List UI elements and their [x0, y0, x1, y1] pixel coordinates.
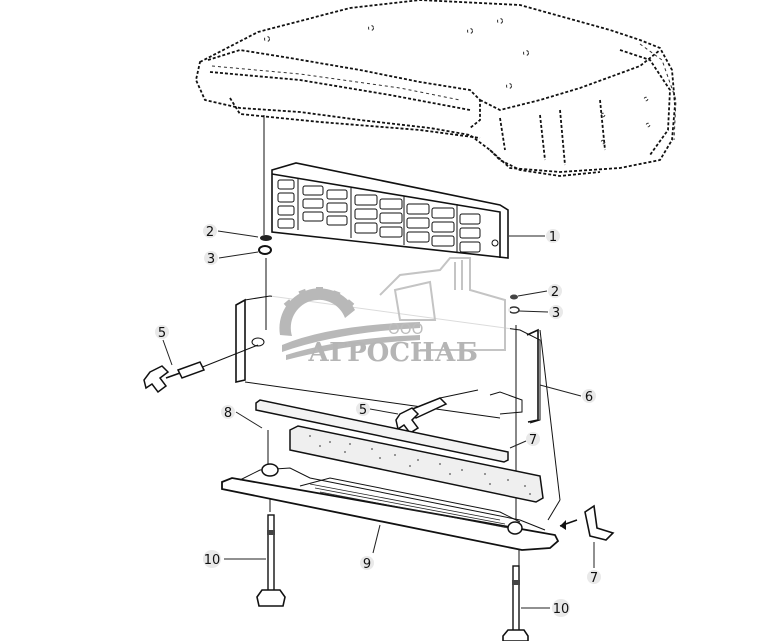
- svg-text:3: 3: [552, 306, 560, 321]
- svg-text:7: 7: [590, 571, 598, 586]
- gear-logo-icon: [279, 287, 420, 360]
- cab-roof-phantom-outline: [195, 0, 677, 177]
- callout-8: 8: [221, 405, 235, 421]
- callout-6: 6: [582, 389, 596, 405]
- knob-stud-right: [502, 565, 550, 641]
- svg-text:2: 2: [551, 285, 559, 300]
- watermark-brand: АГРОСНАБ: [308, 338, 478, 368]
- corner-bracket: [559, 504, 615, 568]
- callout-10-right: 10: [552, 599, 570, 617]
- svg-text:6: 6: [585, 390, 593, 405]
- seal-strip-upper: [255, 399, 509, 463]
- filter-housing: [235, 295, 541, 424]
- filter-grille-panel: [271, 162, 509, 259]
- wing-bolt-center: [369, 389, 479, 435]
- callout-7-lower: 7: [587, 570, 601, 586]
- watermark-prefix: ООО: [388, 320, 423, 338]
- callout-1: 1: [546, 229, 560, 245]
- wing-bolt-left: [143, 339, 259, 394]
- combine-harvester-icon: [379, 257, 506, 351]
- watermark: ООО АГРОСНАБ: [272, 257, 510, 385]
- svg-text:1: 1: [549, 230, 557, 245]
- svg-text:5: 5: [158, 326, 166, 341]
- svg-text:5: 5: [359, 403, 367, 418]
- knob-stud-left: [224, 514, 286, 607]
- leader-lines: [217, 230, 582, 449]
- svg-text:2: 2: [206, 225, 214, 240]
- leader-8: [235, 411, 263, 429]
- callout-3-left: 3: [204, 251, 218, 267]
- washer-nut-left: [258, 235, 272, 255]
- svg-text:3: 3: [207, 252, 215, 267]
- callouts: 1 2 3 2 3 5 5 6 7 7 8 9 10 10: [155, 224, 601, 617]
- svg-text:8: 8: [224, 406, 232, 421]
- callout-3-right: 3: [549, 305, 563, 321]
- callout-2-right: 2: [548, 284, 562, 300]
- callout-10-left: 10: [203, 550, 221, 568]
- callout-5-center: 5: [356, 402, 370, 418]
- callout-5-left: 5: [155, 325, 169, 341]
- washer-nut-right: [508, 294, 520, 314]
- callout-2-left: 2: [203, 224, 217, 240]
- svg-text:7: 7: [529, 433, 537, 448]
- svg-text:9: 9: [363, 557, 371, 572]
- svg-text:10: 10: [204, 553, 221, 568]
- callout-9: 9: [360, 556, 374, 572]
- callout-7-upper: 7: [526, 432, 540, 448]
- svg-text:10: 10: [553, 602, 570, 617]
- seal-strip-foam: [289, 425, 544, 503]
- bottom-tray: [221, 463, 560, 554]
